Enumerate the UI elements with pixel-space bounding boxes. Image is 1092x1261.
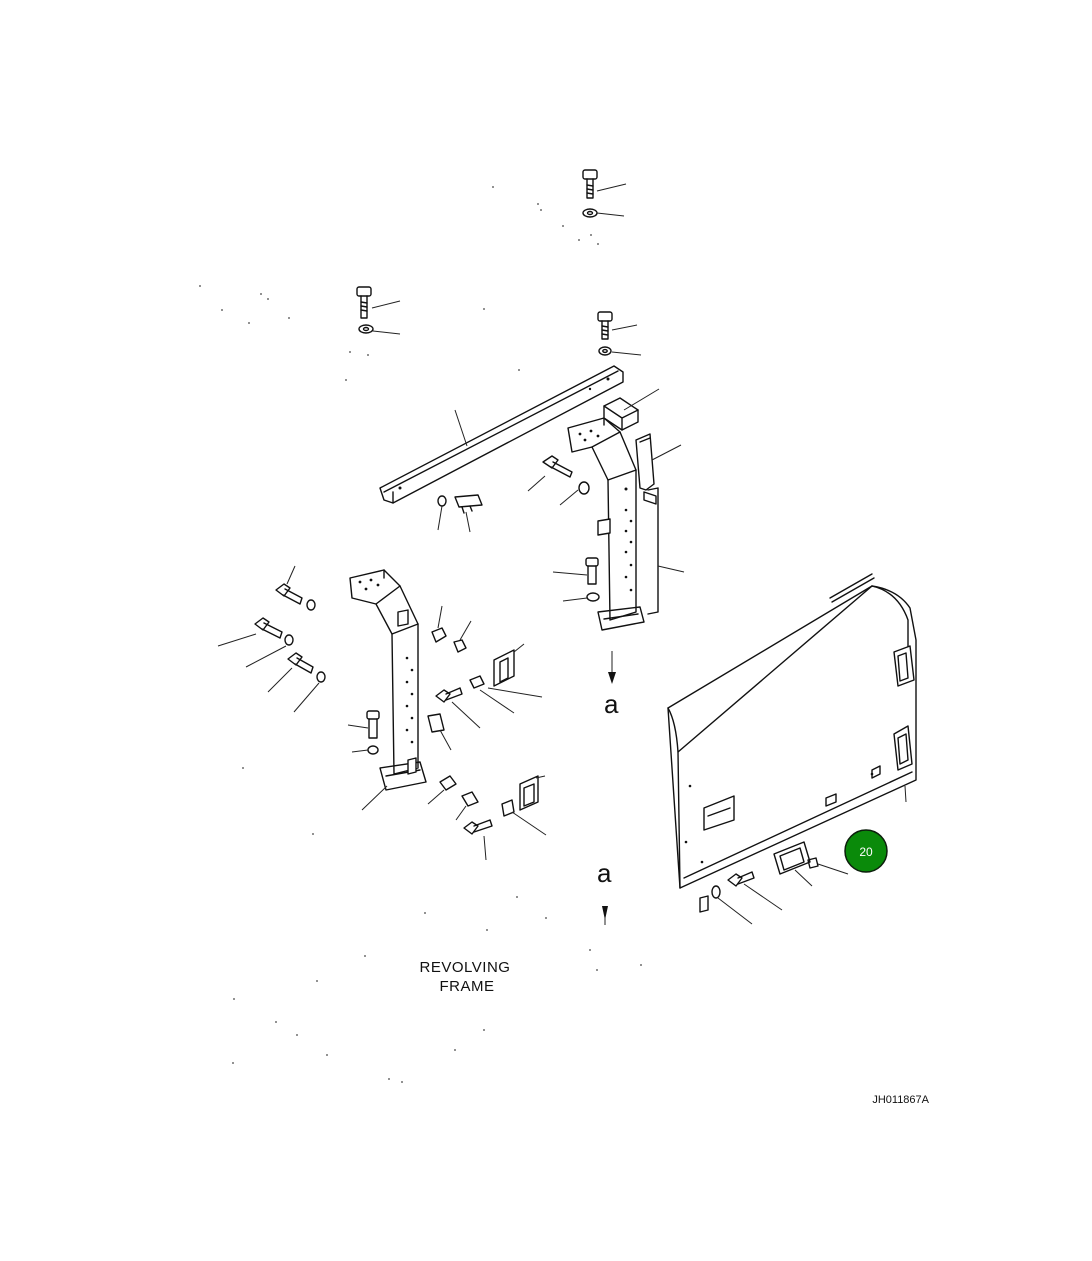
front-pillar xyxy=(349,569,427,811)
frame-label-line2: FRAME xyxy=(440,978,495,995)
view-arrow-upper: a xyxy=(604,651,619,719)
callout-circle[interactable] xyxy=(844,829,888,873)
scan-specks xyxy=(199,186,642,1083)
drawing-code: JH011867A xyxy=(872,1094,929,1106)
upper-right-bolt-assembly xyxy=(597,311,642,356)
rear-pillar-fasteners xyxy=(527,455,600,602)
callout-badge-20[interactable]: 20 xyxy=(844,829,888,873)
view-arrow-lower: a xyxy=(597,858,612,925)
lock-plate-assembly xyxy=(699,841,849,925)
front-pillar-bolts-left xyxy=(217,565,380,755)
beam-fastener xyxy=(437,494,483,533)
filler-pads xyxy=(603,388,685,615)
view-label-lower: a xyxy=(597,858,612,888)
upper-left-bolt-assembly xyxy=(356,286,401,335)
view-label-upper: a xyxy=(604,689,619,719)
top-bolt-assembly xyxy=(582,169,627,218)
callout-number[interactable]: 20 xyxy=(859,845,873,859)
frame-label-line1: REVOLVING xyxy=(420,959,511,976)
mounting-clips xyxy=(469,643,547,836)
rear-pillar xyxy=(567,417,645,631)
side-cover-panel xyxy=(667,573,917,889)
front-pillar-bolts-right xyxy=(427,605,493,861)
cross-beam xyxy=(379,365,624,504)
